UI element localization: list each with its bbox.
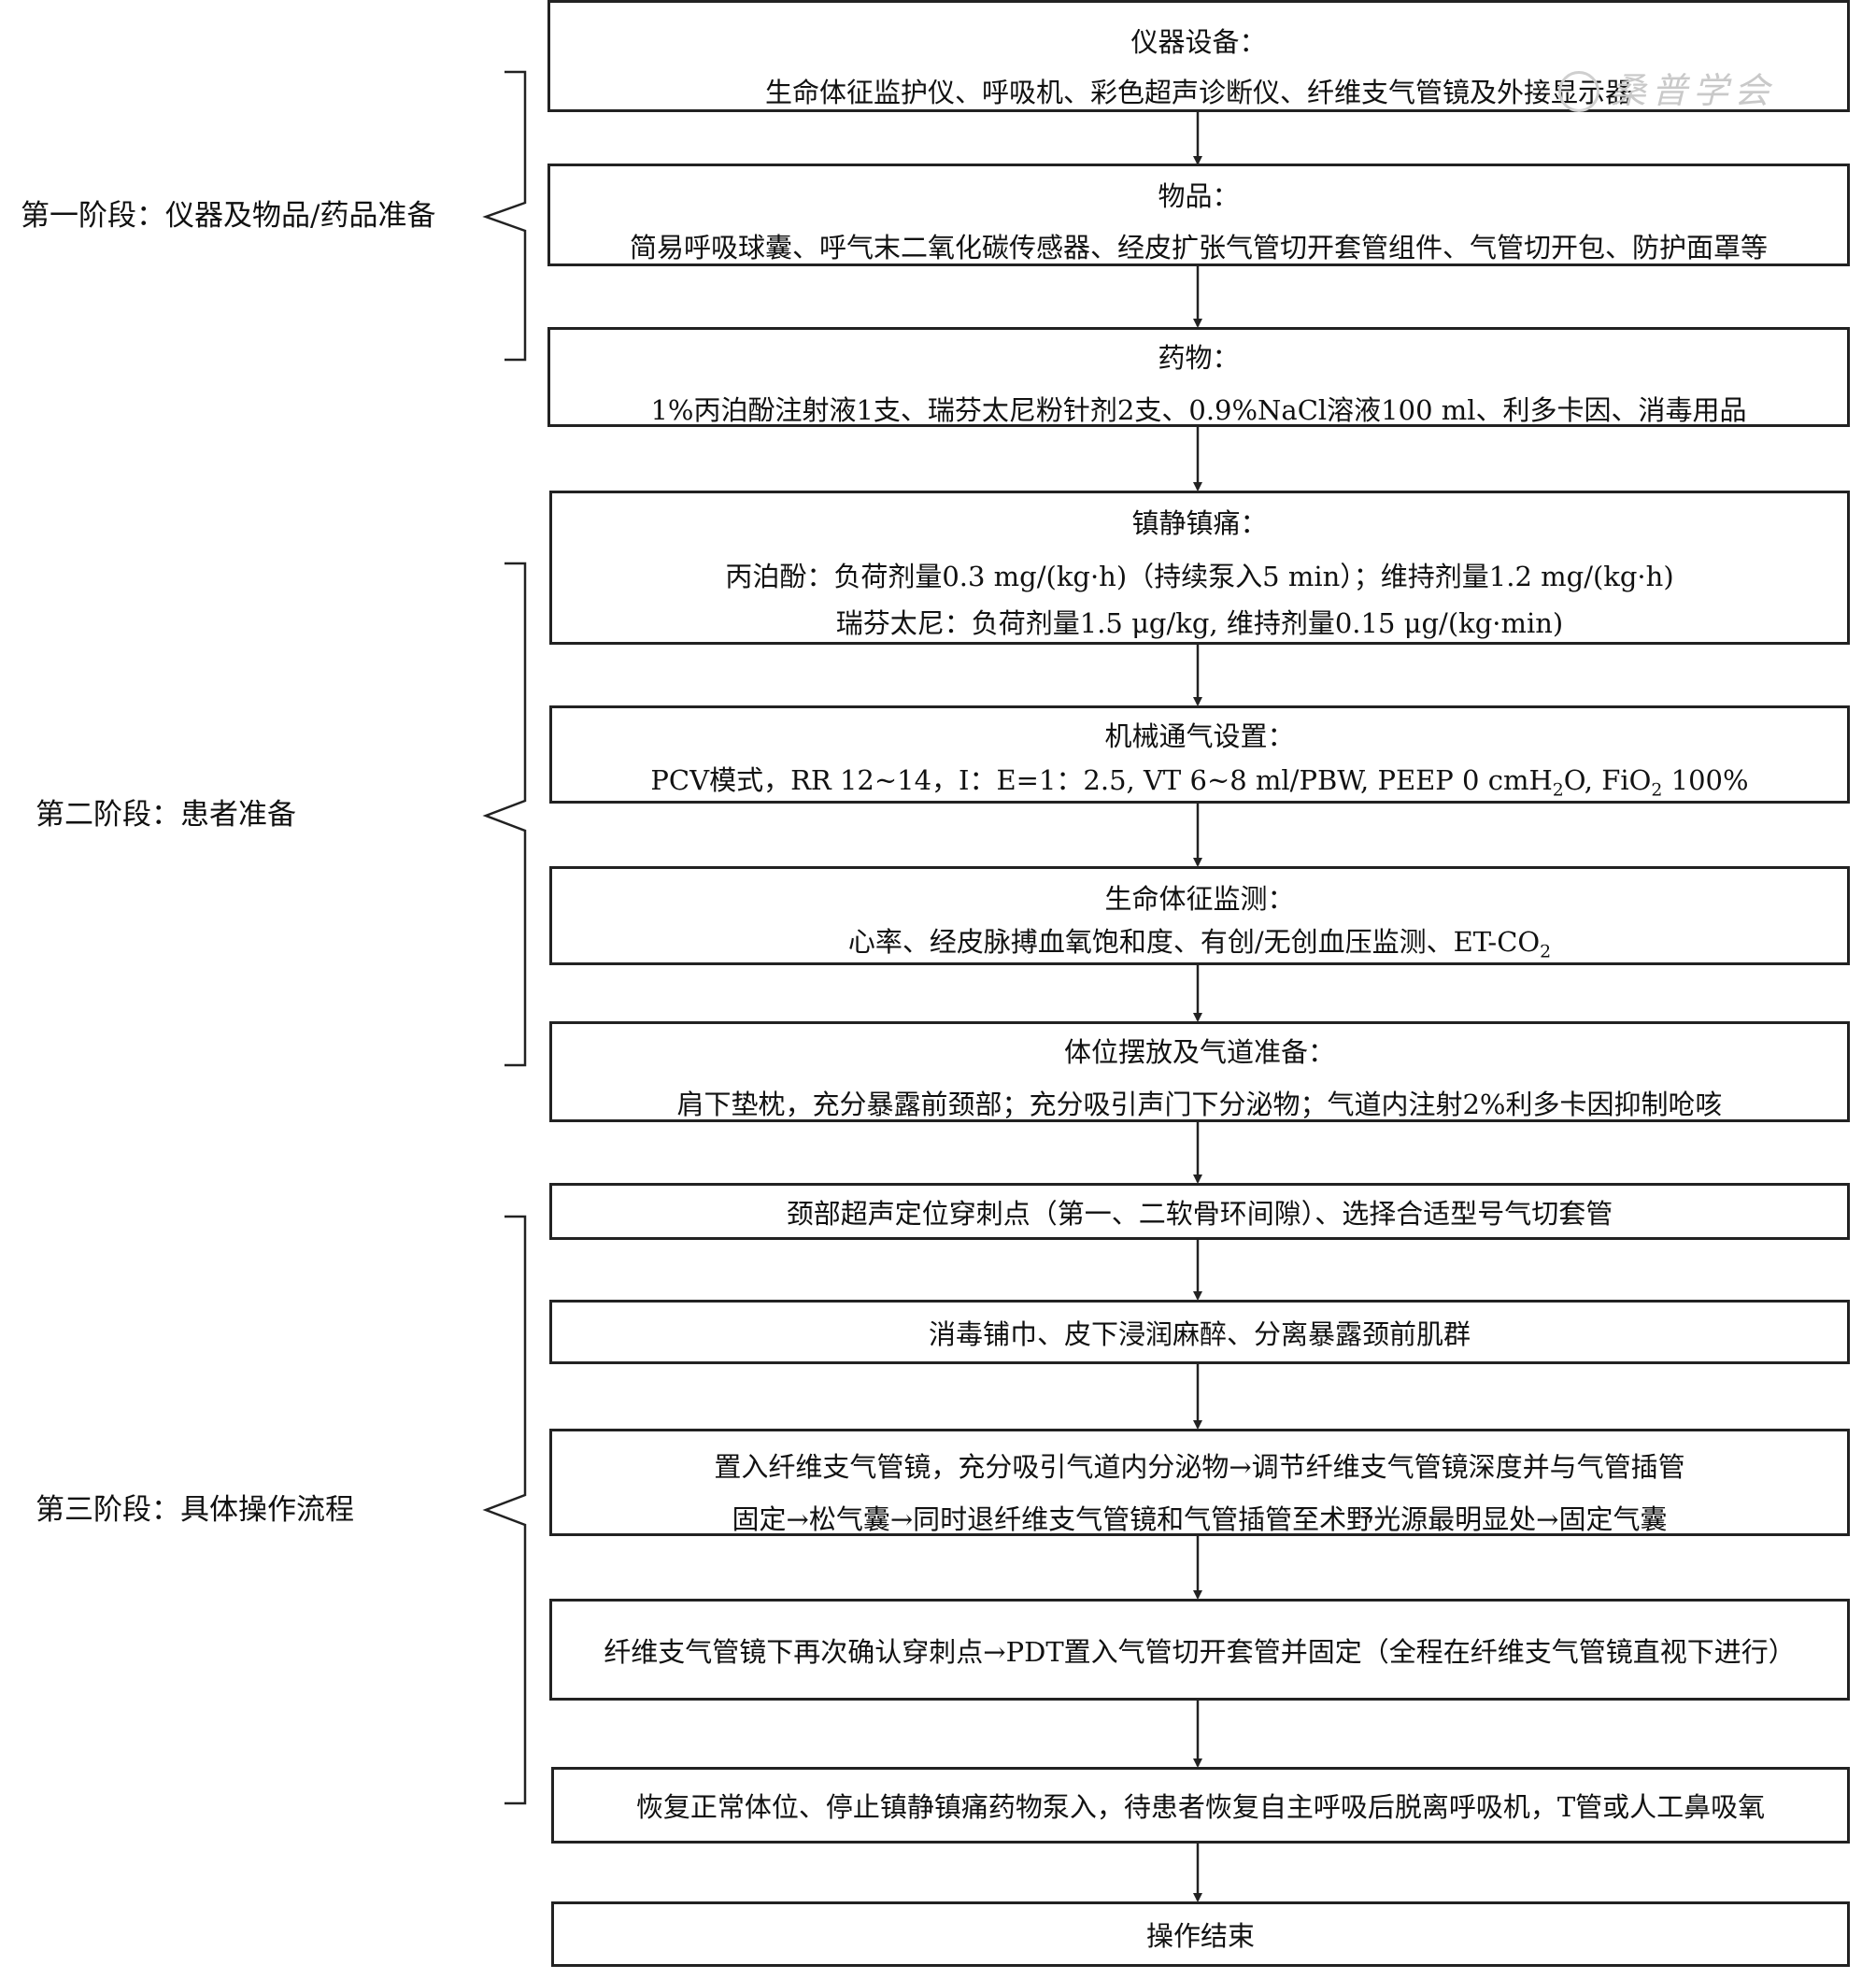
recovery-box: 恢复正常体位、停止镇静镇痛药物泵入，待患者恢复自主呼吸后脱离呼吸机，T管或人工鼻… bbox=[551, 1767, 1850, 1844]
stage1-bracket bbox=[482, 70, 527, 362]
disinfect-box: 消毒铺巾、皮下浸润麻醉、分离暴露颈前肌群 bbox=[549, 1300, 1850, 1364]
monitoring-box: 生命体征监测： 心率、经皮脉搏血氧饱和度、有创/无创血压监测、ET-CO2 bbox=[549, 866, 1850, 965]
ultrasound-text: 颈部超声定位穿刺点（第一、二软骨环间隙）、选择合适型号气切套管 bbox=[786, 1198, 1613, 1230]
supplies-box: 物品： 简易呼吸球囊、呼气末二氧化碳传感器、经皮扩张气管切开套管组件、气管切开包… bbox=[547, 164, 1850, 266]
end-text: 操作结束 bbox=[1145, 1920, 1255, 1952]
ultrasound-box: 颈部超声定位穿刺点（第一、二软骨环间隙）、选择合适型号气切套管 bbox=[549, 1183, 1850, 1240]
watermark: 桑普学会 bbox=[1558, 67, 1839, 116]
ventilation-text: PCV模式，RR 12~14，I：E=1：2.5, VT 6~8 ml/PBW,… bbox=[552, 767, 1847, 800]
equipment-text: 生命体征监护仪、呼吸机、彩色超声诊断仪、纤维支气管镜及外接显示器 bbox=[764, 77, 1632, 108]
airway-text: 肩下垫枕，充分暴露前颈部；充分吸引声门下分泌物；气道内注射2%利多卡因抑制呛咳 bbox=[676, 1089, 1723, 1120]
sedation-line2: 瑞芬太尼：负荷剂量1.5 μg/kg, 维持剂量0.15 μg/(kg·min) bbox=[835, 607, 1564, 639]
ventilation-text-b: O, FiO bbox=[1563, 764, 1652, 796]
monitoring-text: 心率、经皮脉搏血氧饱和度、有创/无创血压监测、ET-CO2 bbox=[552, 929, 1847, 961]
pdt-box: 纤维支气管镜下再次确认穿刺点→PDT置入气管切开套管并固定（全程在纤维支气管镜直… bbox=[549, 1599, 1850, 1701]
pdt-text: 纤维支气管镜下再次确认穿刺点→PDT置入气管切开套管并固定（全程在纤维支气管镜直… bbox=[604, 1636, 1796, 1668]
drugs-title: 药物： bbox=[1158, 342, 1240, 374]
watermark-text: 桑普学会 bbox=[1611, 70, 1776, 111]
bronchoscope-box: 置入纤维支气管镜，充分吸引气道内分泌物→调节纤维支气管镜深度并与气管插管 固定→… bbox=[549, 1429, 1850, 1536]
airway-title: 体位摆放及气道准备： bbox=[1063, 1036, 1335, 1068]
supplies-title: 物品： bbox=[1158, 180, 1240, 212]
stage1-label: 第一阶段：仪器及物品/药品准备 bbox=[21, 199, 436, 233]
sedation-title: 镇静镇痛： bbox=[1131, 507, 1268, 539]
drugs-box: 药物： 1%丙泊酚注射液1支、瑞芬太尼粉针剂2支、0.9%NaCl溶液100 m… bbox=[547, 327, 1850, 427]
recovery-text: 恢复正常体位、停止镇静镇痛药物泵入，待患者恢复自主呼吸后脱离呼吸机，T管或人工鼻… bbox=[635, 1791, 1766, 1823]
sedation-box: 镇静镇痛： 丙泊酚：负荷剂量0.3 mg/(kg·h)（持续泵入5 min）；维… bbox=[549, 491, 1850, 645]
disinfect-text: 消毒铺巾、皮下浸润麻醉、分离暴露颈前肌群 bbox=[928, 1318, 1471, 1350]
bronchoscope-line1: 置入纤维支气管镜，充分吸引气道内分泌物→调节纤维支气管镜深度并与气管插管 bbox=[714, 1451, 1685, 1483]
ventilation-sub-h2: 2 bbox=[1552, 780, 1564, 801]
bronchoscope-line2: 固定→松气囊→同时退纤维支气管镜和气管插管至术野光源最明显处→固定气囊 bbox=[732, 1503, 1668, 1535]
monitoring-title: 生命体征监测： bbox=[1104, 883, 1295, 915]
stage3-bracket bbox=[482, 1215, 527, 1805]
stage2-label: 第二阶段：患者准备 bbox=[36, 798, 296, 832]
ventilation-text-c: 100% bbox=[1662, 764, 1749, 796]
supplies-text: 简易呼吸球囊、呼气末二氧化碳传感器、经皮扩张气管切开套管组件、气管切开包、防护面… bbox=[629, 232, 1768, 263]
ventilation-box: 机械通气设置： PCV模式，RR 12~14，I：E=1：2.5, VT 6~8… bbox=[549, 705, 1850, 804]
ventilation-title: 机械通气设置： bbox=[1104, 720, 1295, 752]
watermark-seal-icon bbox=[1558, 71, 1599, 112]
end-box: 操作结束 bbox=[551, 1901, 1850, 1967]
stage3-label: 第三阶段：具体操作流程 bbox=[36, 1493, 354, 1527]
equipment-title: 仪器设备： bbox=[1130, 26, 1267, 58]
airway-box: 体位摆放及气道准备： 肩下垫枕，充分暴露前颈部；充分吸引声门下分泌物；气道内注射… bbox=[549, 1021, 1850, 1122]
drugs-text: 1%丙泊酚注射液1支、瑞芬太尼粉针剂2支、0.9%NaCl溶液100 ml、利多… bbox=[650, 394, 1747, 426]
sedation-line1: 丙泊酚：负荷剂量0.3 mg/(kg·h)（持续泵入5 min）；维持剂量1.2… bbox=[725, 561, 1674, 592]
monitoring-sub-co2: 2 bbox=[1540, 942, 1552, 962]
monitoring-text-a: 心率、经皮脉搏血氧饱和度、有创/无创血压监测、ET-CO bbox=[847, 926, 1541, 958]
ventilation-sub-o2: 2 bbox=[1651, 780, 1663, 801]
ventilation-text-a: PCV模式，RR 12~14，I：E=1：2.5, VT 6~8 ml/PBW,… bbox=[650, 764, 1553, 796]
stage2-bracket bbox=[482, 562, 527, 1067]
equipment-box: 仪器设备： 生命体征监护仪、呼吸机、彩色超声诊断仪、纤维支气管镜及外接显示器 bbox=[547, 0, 1850, 112]
